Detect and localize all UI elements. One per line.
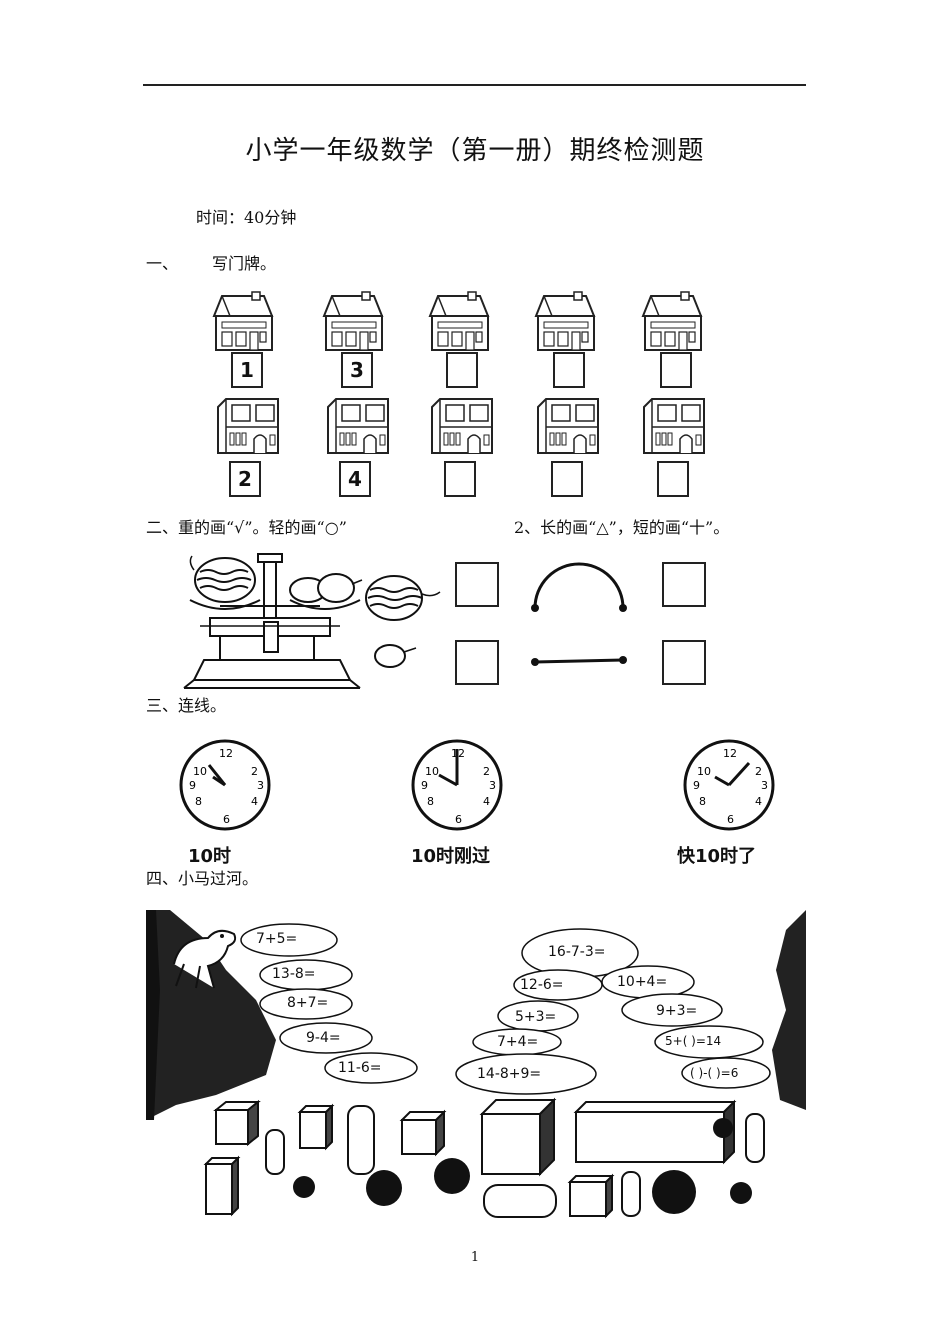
svg-text:4: 4 [483, 795, 490, 808]
building-row-bottom [217, 398, 705, 454]
section2-left-instruction: 二、重的画“√”。轻的画“○” [146, 518, 347, 537]
svg-text:3: 3 [257, 779, 264, 792]
svg-text:10: 10 [697, 765, 711, 778]
stone-equation: 5+3= [515, 1009, 557, 1025]
svg-text:6: 6 [455, 813, 462, 826]
door-number-box[interactable]: 1 [231, 352, 263, 388]
answer-box[interactable] [662, 562, 706, 607]
svg-text:12: 12 [723, 747, 737, 760]
svg-text:10: 10 [425, 765, 439, 778]
clock-faces: 122 34 68 910 122 34 68 910 122 34 68 91… [179, 739, 775, 831]
answer-box[interactable] [455, 562, 499, 607]
answer-box[interactable] [455, 640, 499, 685]
stone-equation: ( )-( )=6 [690, 1066, 739, 1080]
door-number-box[interactable]: 3 [341, 352, 373, 388]
answer-box[interactable] [662, 640, 706, 685]
svg-text:12: 12 [219, 747, 233, 760]
door-number-box[interactable] [660, 352, 692, 388]
section3-title: 三、连线。 [146, 696, 227, 715]
svg-text:9: 9 [421, 779, 428, 792]
svg-text:9: 9 [693, 779, 700, 792]
stone-equation: 16-7-3= [548, 944, 606, 960]
svg-text:2: 2 [251, 765, 258, 778]
section1-title: 写门牌。 [212, 254, 277, 273]
stone-equation: 10+4= [617, 974, 668, 990]
section2-right-instruction: 2、长的画“△”，短的画“十”。 [514, 518, 730, 537]
river-crossing-illustration [146, 910, 806, 1219]
section1-number: 一、 [146, 254, 179, 273]
door-number-box[interactable] [657, 461, 689, 497]
svg-text:2: 2 [483, 765, 490, 778]
door-number-box[interactable] [446, 352, 478, 388]
svg-text:6: 6 [727, 813, 734, 826]
svg-text:8: 8 [195, 795, 202, 808]
stone-equation: 7+5= [256, 931, 298, 947]
stone-equation: 8+7= [287, 995, 329, 1011]
stone-equation: 9-4= [306, 1030, 341, 1046]
clock-label: 快10时了 [677, 846, 757, 867]
door-number-box[interactable] [553, 352, 585, 388]
clock-label: 10时刚过 [411, 846, 491, 867]
stone-equation: 7+4= [497, 1034, 539, 1050]
svg-text:9: 9 [189, 779, 196, 792]
stone-equation: 11-6= [338, 1060, 382, 1076]
svg-text:8: 8 [427, 795, 434, 808]
svg-text:6: 6 [223, 813, 230, 826]
svg-text:3: 3 [761, 779, 768, 792]
stone-equation: 12-6= [520, 977, 564, 993]
page-number: 1 [470, 1250, 480, 1265]
door-number-box[interactable]: 2 [229, 461, 261, 497]
svg-text:4: 4 [251, 795, 258, 808]
clock-label: 10时 [188, 846, 232, 867]
door-number-box[interactable] [551, 461, 583, 497]
svg-text:2: 2 [755, 765, 762, 778]
svg-text:8: 8 [699, 795, 706, 808]
long-short-lines-illustration [531, 562, 627, 666]
stone-equation: 9+3= [656, 1003, 698, 1019]
door-number-box[interactable]: 4 [339, 461, 371, 497]
page-title: 小学一年级数学（第一册）期终检测题 [245, 136, 705, 166]
balance-scale-illustration [183, 553, 441, 689]
svg-text:4: 4 [755, 795, 762, 808]
top-rule [143, 84, 806, 86]
time-label: 时间：40分钟 [196, 208, 297, 227]
svg-text:3: 3 [489, 779, 496, 792]
svg-text:10: 10 [193, 765, 207, 778]
door-number-box[interactable] [444, 461, 476, 497]
section4-title: 四、小马过河。 [146, 869, 259, 888]
stone-equation: 5+( )=14 [665, 1034, 722, 1048]
stone-equation: 13-8= [272, 966, 316, 982]
stone-equation: 14-8+9= [477, 1066, 542, 1082]
